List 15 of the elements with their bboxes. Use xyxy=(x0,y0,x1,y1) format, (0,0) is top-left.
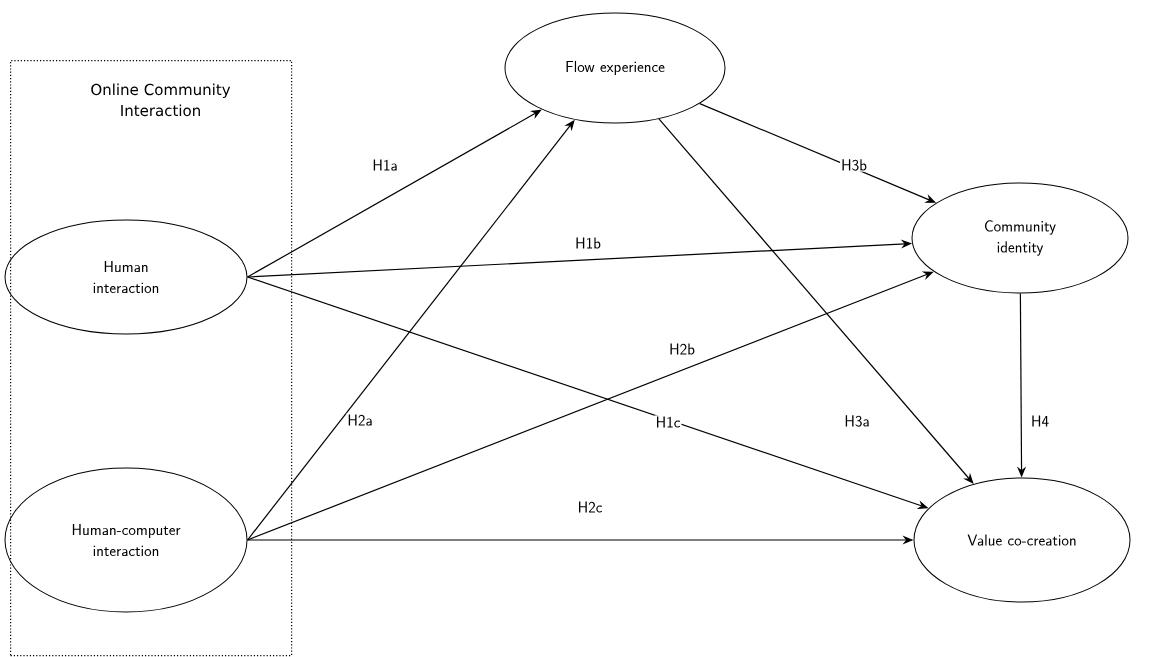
ellipse-node: Human-computer interaction xyxy=(4,467,248,613)
edge-label: H2c xyxy=(576,500,604,514)
ellipse-node: Community identity xyxy=(911,182,1129,294)
ellipse-node: Flow experience xyxy=(504,12,726,124)
arrow xyxy=(246,109,542,278)
ellipse-node: Human interaction xyxy=(4,219,248,335)
edge-label: H4 xyxy=(1029,414,1051,428)
ellipse-node: Value co-creation xyxy=(913,477,1131,603)
edge-label: H1c xyxy=(654,415,682,429)
edge-label: H2b xyxy=(668,342,696,356)
edge-label: H3b xyxy=(840,158,868,172)
edge-label: H1a xyxy=(371,158,399,172)
edge-label: H3a xyxy=(843,414,871,428)
edge-label: H1b xyxy=(574,236,602,250)
edge-label: H2a xyxy=(346,413,374,427)
